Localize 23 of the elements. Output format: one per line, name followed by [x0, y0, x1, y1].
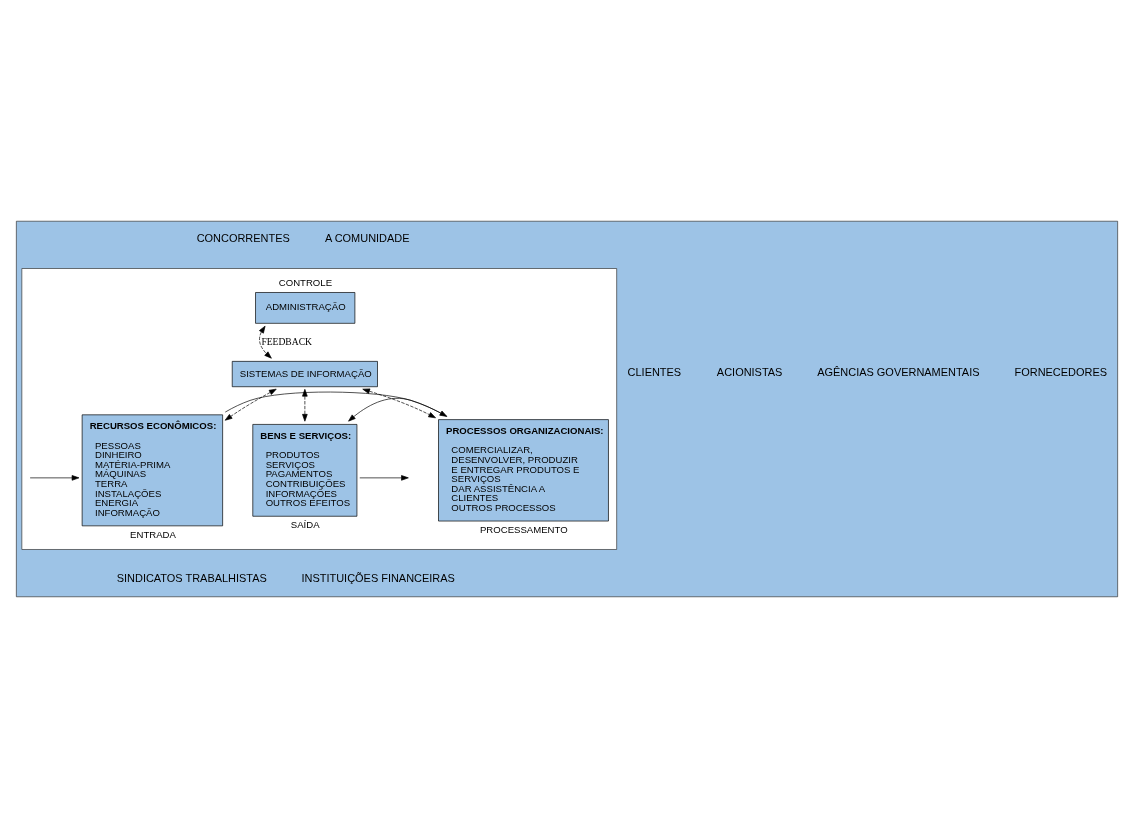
label: AGÊNCIAS GOVERNAMENTAIS: [817, 365, 980, 378]
label: ACIONISTAS: [716, 365, 783, 378]
label: CONCORRENTES: [196, 231, 290, 244]
arrow: [359, 474, 409, 481]
node-label: ENTRADA: [130, 528, 176, 540]
arrow: [302, 388, 308, 422]
cluster: [16, 220, 1118, 597]
arrow: [362, 388, 436, 418]
node-label: CONTROLE: [278, 276, 333, 288]
label: FORNECEDORES: [1014, 365, 1108, 378]
arrow: [259, 325, 272, 359]
edge-label: FEEDBACK: [261, 335, 312, 347]
label: A COMUNIDADE: [324, 231, 410, 244]
arrow: [224, 388, 277, 421]
label: SINDICATOS TRABALHISTAS: [116, 571, 267, 584]
arrow: [224, 391, 448, 417]
arrow: [29, 474, 80, 481]
label: CLIENTES: [627, 365, 682, 378]
node-label: PROCESSAMENTO: [479, 523, 568, 535]
node-label: SAÍDA: [290, 518, 320, 530]
arrow: [348, 397, 448, 421]
label: INSTITUIÇÕES FINANCEIRAS: [301, 571, 455, 584]
cluster: [21, 267, 618, 550]
